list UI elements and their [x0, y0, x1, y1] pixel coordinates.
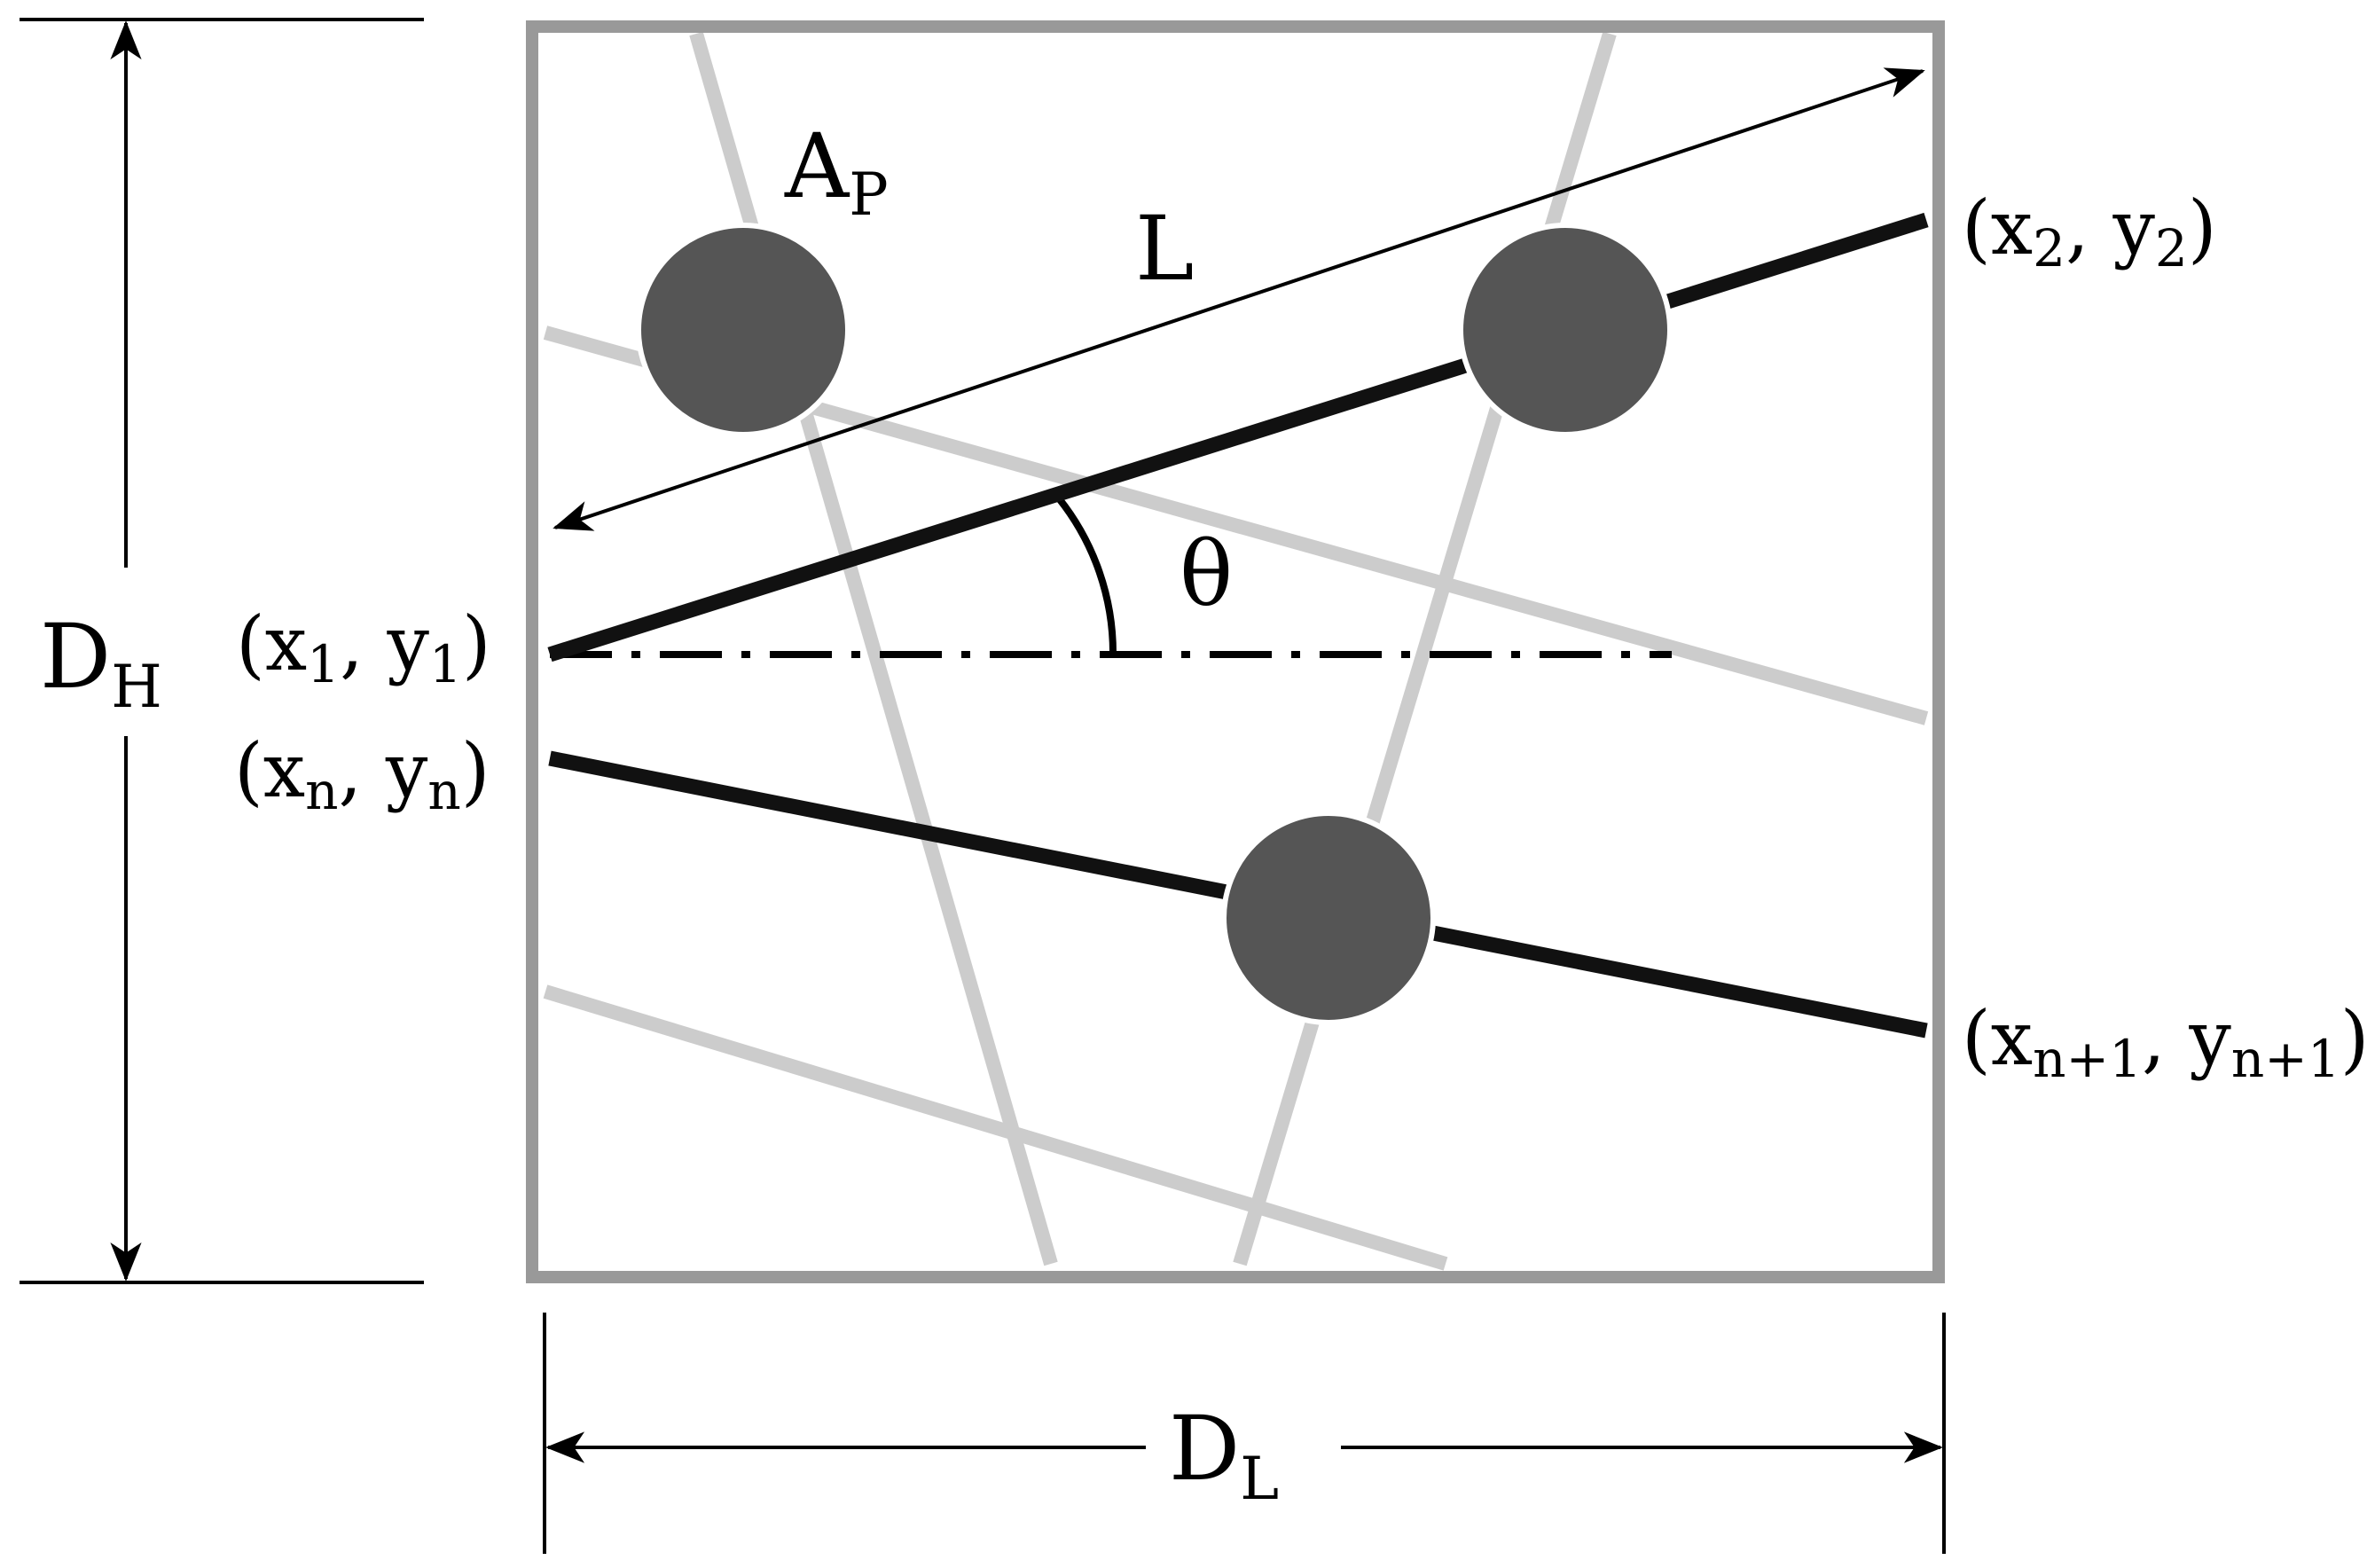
- particle-top-left: [636, 223, 850, 437]
- length-label: L: [1135, 197, 1194, 301]
- angle-label: θ: [1180, 522, 1233, 626]
- background-fiber: [1233, 31, 1617, 1266]
- point-n-label: (xn, yn): [234, 727, 490, 821]
- width-label: DL: [1169, 1397, 1279, 1513]
- dimension-lines: [20, 18, 1946, 1554]
- point-2-label: (x2, y2): [1962, 184, 2217, 278]
- point-n-plus-1-label: (xn+1, yn+1): [1962, 995, 2367, 1089]
- point-1-label: (x1, y1): [236, 600, 491, 694]
- angle-arc: [1055, 496, 1117, 655]
- particle-top-right: [1458, 223, 1673, 437]
- background-fiber: [543, 984, 1448, 1271]
- height-label: DH: [40, 605, 162, 721]
- length-arrow: [553, 67, 1925, 531]
- area-label: AP: [784, 114, 889, 229]
- background-fibers: [543, 31, 1929, 1271]
- particle-bottom: [1221, 811, 1436, 1025]
- domain-box: [526, 20, 1945, 1283]
- particles: [636, 223, 1673, 1025]
